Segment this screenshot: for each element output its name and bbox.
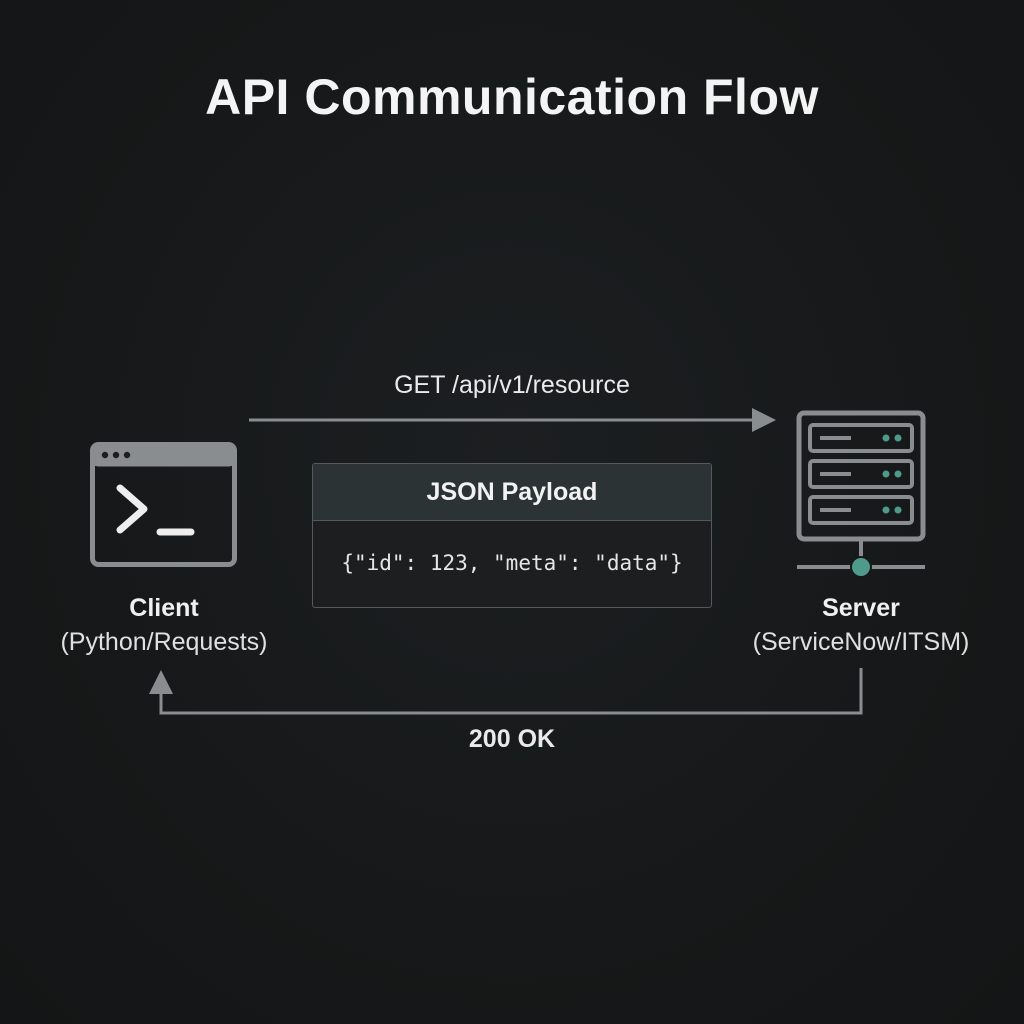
terminal-window-icon	[90, 442, 237, 567]
response-arrow	[149, 668, 863, 715]
payload-body: {"id": 123, "meta": "data"}	[341, 551, 683, 575]
json-payload-box: JSON Payload {"id": 123, "meta": "data"}	[312, 463, 712, 608]
page-title: API Communication Flow	[205, 69, 819, 125]
request-label: GET /api/v1/resource	[394, 371, 630, 399]
payload-header: JSON Payload	[313, 464, 711, 521]
server-rack-icon	[796, 410, 926, 578]
client-subtitle: (Python/Requests)	[60, 628, 268, 656]
request-arrow	[249, 408, 776, 432]
response-label: 200 OK	[468, 725, 556, 753]
client-name: Client	[129, 594, 199, 622]
server-subtitle: (ServiceNow/ITSM)	[752, 628, 970, 656]
server-name: Server	[822, 594, 900, 622]
